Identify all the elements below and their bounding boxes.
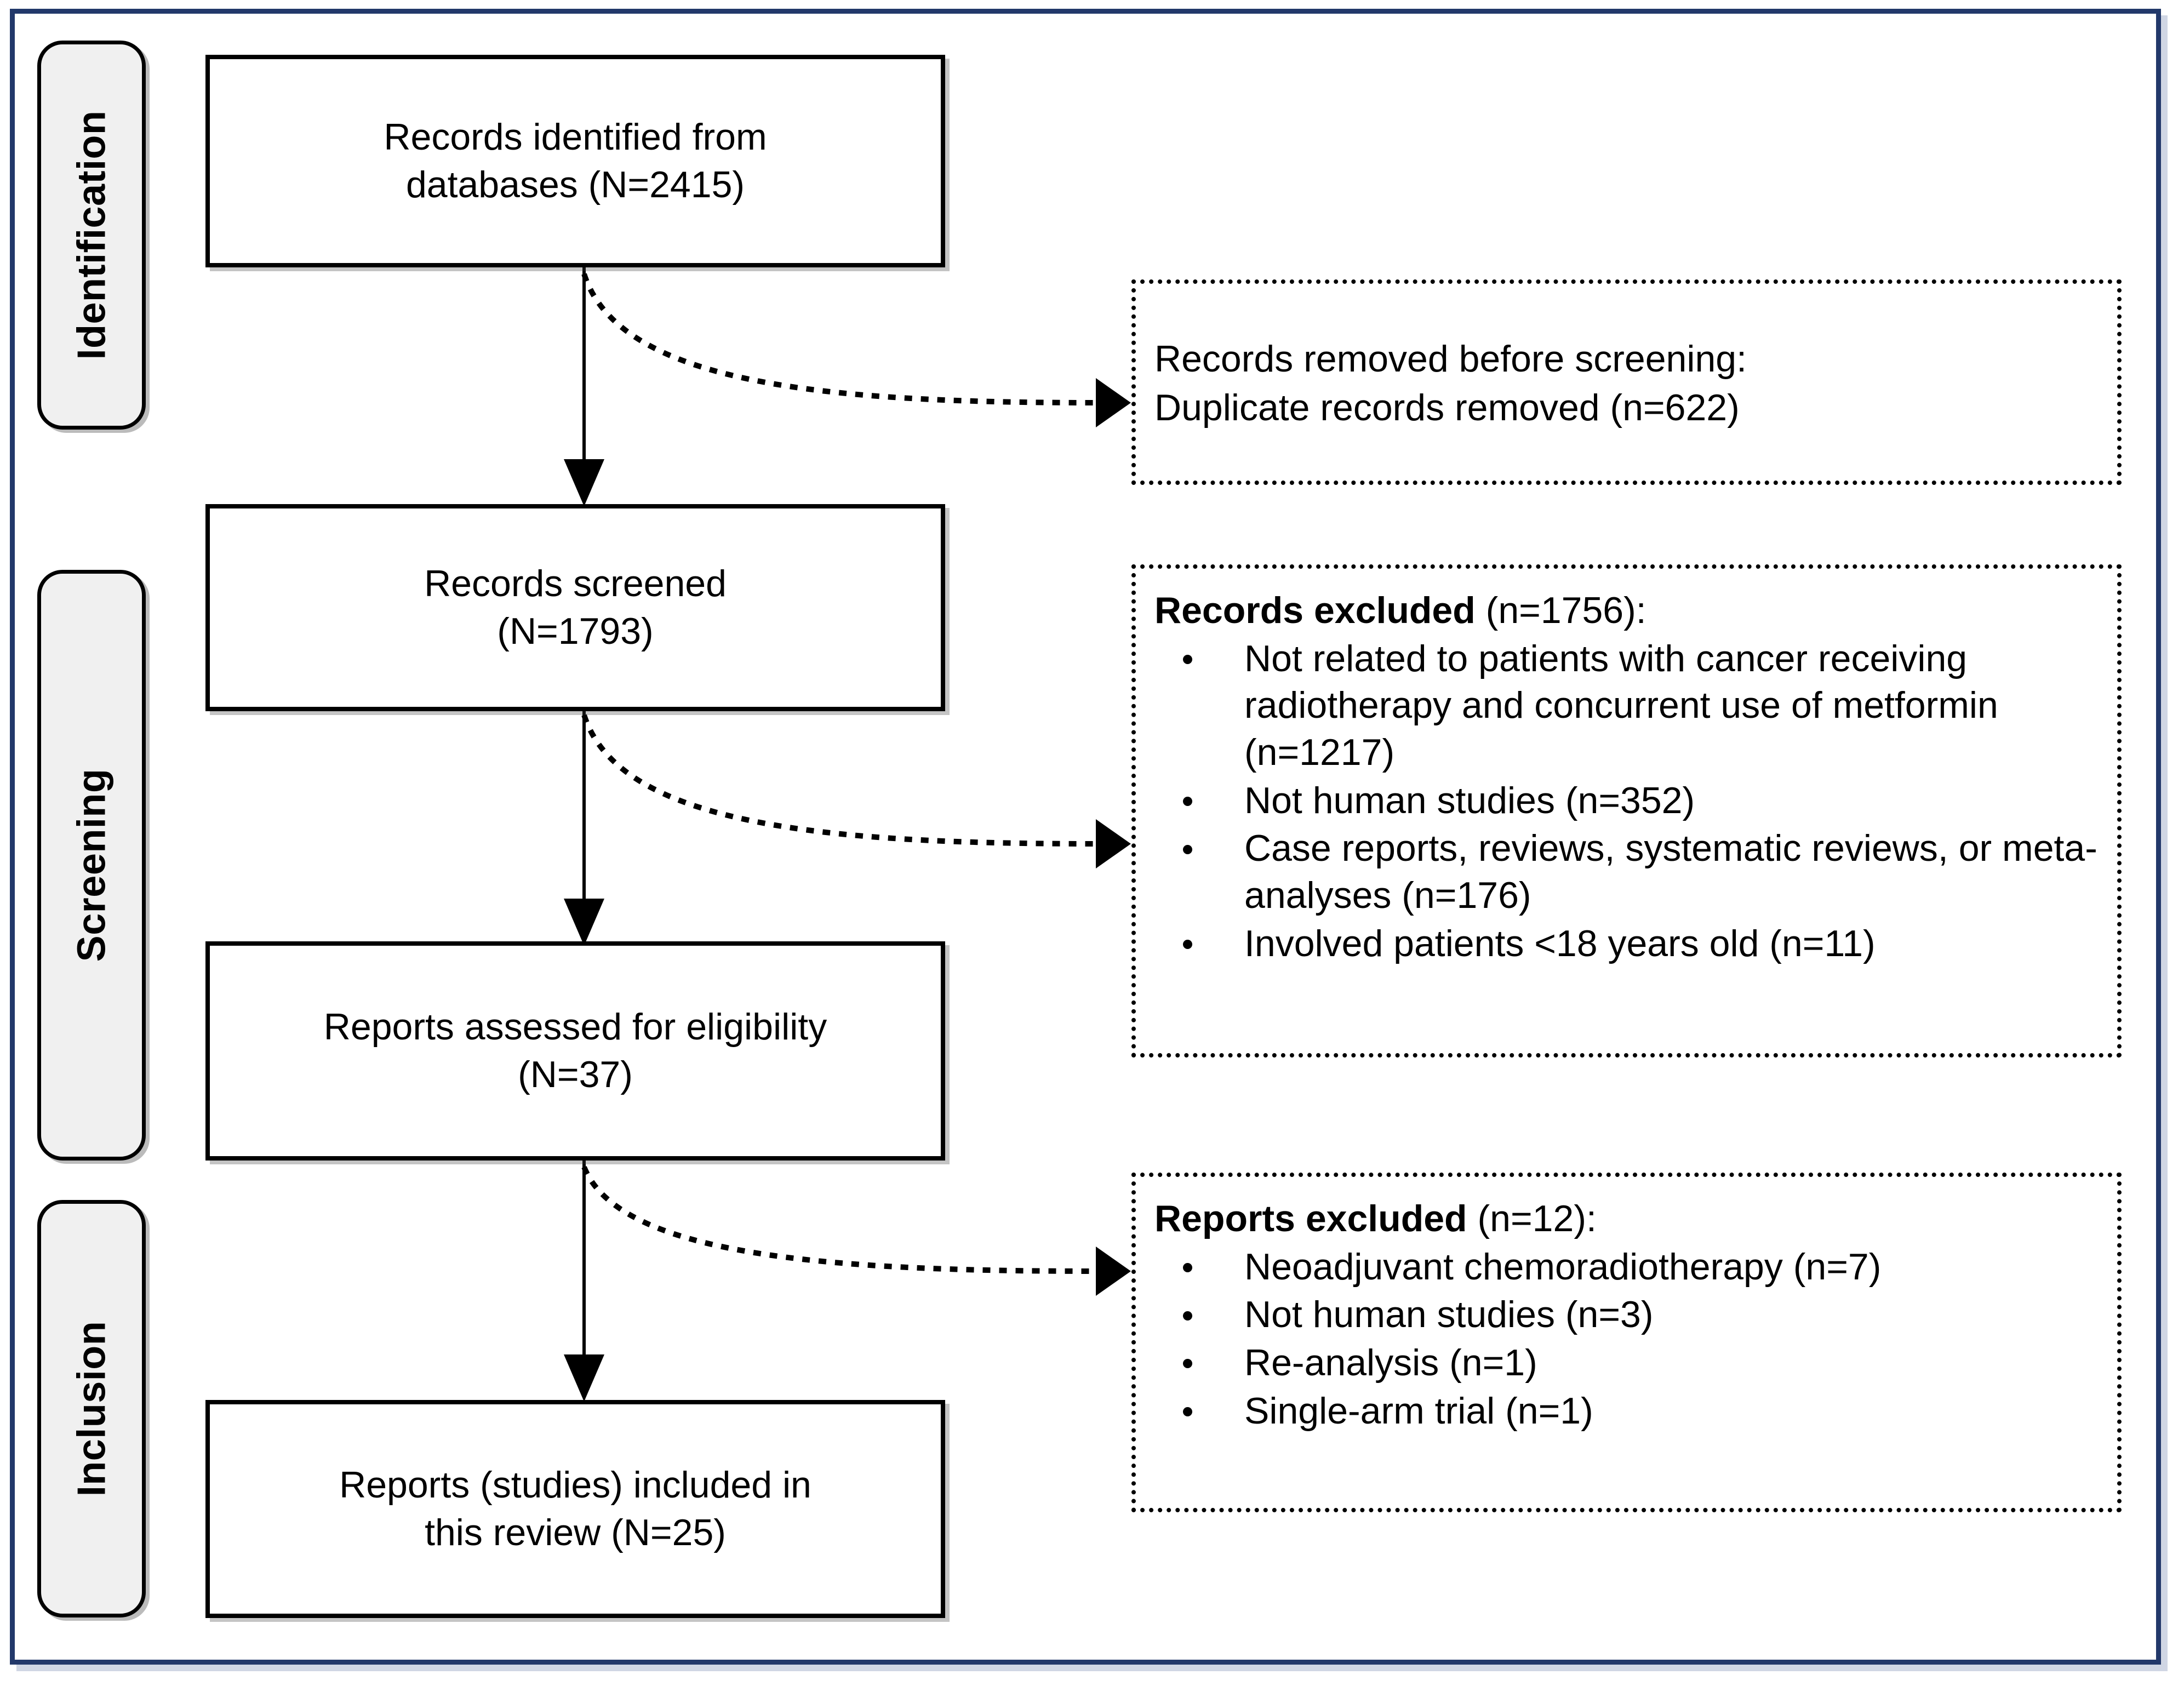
box-records-identified-line1: Records identified from [384,116,767,158]
box-records-removed-before-screening: Records removed before screening: Duplic… [1131,279,2122,485]
connector-line-identified-to-screened [582,267,586,467]
connector-line-screened-to-assessed [582,708,586,906]
records-excluded-item-1: Not human studies (n=352) [1244,779,1695,821]
stage-label-screening: Screening [70,768,113,962]
list-item: Case reports, reviews, systematic review… [1154,825,2101,919]
box-reports-included-line2: this review (N=25) [425,1512,726,1553]
box-reports-included-line1: Reports (studies) included in [339,1464,811,1506]
connector-line-assessed-to-included [582,1161,586,1362]
records-excluded-item-0: Not related to patients with cancer rece… [1244,637,1998,774]
box-reports-included: Reports (studies) included in this revie… [205,1400,945,1618]
records-excluded-title-count: (n=1756): [1475,590,1646,631]
box-records-screened-text: Records screened (N=1793) [410,560,741,655]
box-records-screened-line2: (N=1793) [497,610,654,652]
bullet-icon [1183,844,1192,854]
reports-excluded-title: Reports excluded (n=12): [1154,1196,2101,1243]
box-reports-included-text: Reports (studies) included in this revie… [325,1461,826,1557]
list-item: Not human studies (n=3) [1154,1291,2101,1339]
records-excluded-list: Not related to patients with cancer rece… [1154,636,2101,968]
stage-pill-inclusion: Inclusion [37,1200,146,1617]
list-item: Re-analysis (n=1) [1154,1340,2101,1387]
records-excluded-item-2: Case reports, reviews, systematic review… [1244,827,2097,917]
box-reports-assessed-text: Reports assessed for eligibility (N=37) [310,1003,841,1099]
reports-excluded-item-0: Neoadjuvant chemoradiotherapy (n=7) [1244,1245,1882,1288]
bullet-icon [1183,1407,1192,1417]
list-item: Neoadjuvant chemoradiotherapy (n=7) [1154,1244,2101,1291]
list-item: Not related to patients with cancer rece… [1154,636,2101,776]
stage-label-identification: Identification [70,110,113,360]
box-records-excluded: Records excluded (n=1756): Not related t… [1131,564,2122,1058]
box-records-identified-text: Records identified from databases (N=241… [369,113,781,209]
reports-excluded-item-2: Re-analysis (n=1) [1244,1342,1537,1384]
records-removed-line1-suffix: : [1736,338,1747,380]
box-reports-assessed: Reports assessed for eligibility (N=37) [205,941,945,1161]
list-item: Single-arm trial (n=1) [1154,1388,2101,1435]
stage-pill-identification: Identification [37,41,146,430]
box-records-identified: Records identified from databases (N=241… [205,55,945,267]
box-reports-assessed-line1: Reports assessed for eligibility [323,1005,827,1048]
records-removed-line1-italic: before screening [1459,338,1737,380]
box-records-screened-line1: Records screened [424,562,727,604]
stage-label-inclusion: Inclusion [70,1321,113,1497]
bullet-icon [1183,1263,1192,1273]
bullet-icon [1183,655,1192,665]
connector-arrow-screened-to-assessed [564,899,604,946]
box-records-identified-line2: databases (N=2415) [405,164,745,205]
list-item: Not human studies (n=352) [1154,778,2101,825]
reports-excluded-item-3: Single-arm trial (n=1) [1244,1390,1593,1432]
records-excluded-title: Records excluded (n=1756): [1154,587,2101,634]
box-reports-assessed-line2: (N=37) [518,1054,633,1095]
stage-pill-screening: Screening [37,570,146,1161]
box-records-screened: Records screened (N=1793) [205,504,945,711]
bullet-icon [1183,940,1192,950]
reports-excluded-title-bold: Reports excluded [1154,1198,1467,1239]
records-excluded-item-3: Involved patients <18 years old (n=11) [1244,922,1876,964]
list-item: Involved patients <18 years old (n=11) [1154,921,2101,968]
bullet-icon [1183,1311,1192,1321]
bullet-icon [1183,1359,1192,1369]
records-excluded-title-bold: Records excluded [1154,590,1476,631]
connector-arrow-identified-to-screened [564,459,604,506]
bullet-icon [1183,797,1192,807]
records-removed-text: Records removed before screening: Duplic… [1154,335,1747,432]
records-removed-line1-prefix: Records removed [1154,338,1459,380]
reports-excluded-list: Neoadjuvant chemoradiotherapy (n=7) Not … [1154,1244,2101,1435]
reports-excluded-item-1: Not human studies (n=3) [1244,1294,1654,1336]
box-reports-excluded: Reports excluded (n=12): Neoadjuvant che… [1131,1173,2122,1512]
records-removed-line2: Duplicate records removed (n=622) [1154,386,1740,428]
reports-excluded-title-count: (n=12): [1467,1198,1597,1239]
connector-arrow-assessed-to-included [564,1354,604,1402]
